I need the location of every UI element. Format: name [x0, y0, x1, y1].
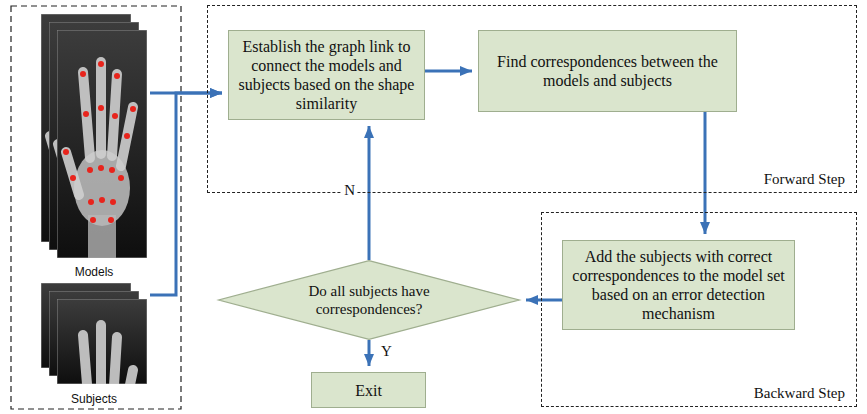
process-box: Exit	[311, 372, 426, 408]
diamond-shape	[218, 260, 520, 340]
image-caption: Models	[38, 265, 150, 280]
image-stack: Models	[38, 12, 150, 280]
box-text: Find correspondences between the models …	[487, 52, 728, 90]
diamond-outline	[219, 261, 520, 340]
region-title-group: Forward Step	[764, 170, 845, 188]
process-box: Find correspondences between the models …	[478, 30, 737, 112]
flow-arrow	[368, 126, 371, 260]
flow-arrow	[526, 299, 562, 302]
step-region: Forward Step Establish the graph link to …	[207, 5, 857, 193]
image-stack: Subjects	[38, 281, 150, 407]
edge-label: N	[342, 181, 357, 199]
decision-text: Do all subjects have correspondences?	[299, 282, 439, 318]
image-caption-group: Models	[38, 265, 150, 280]
flow-arrow	[368, 340, 371, 366]
flow-arrow	[150, 93, 222, 295]
process-box: Add the subjects with correct correspond…	[562, 240, 795, 330]
decision-diamond: Do all subjects have correspondences?	[218, 260, 520, 340]
process-box: Establish the graph link to connect the …	[228, 30, 425, 120]
box-text-group: Establish the graph link to connect the …	[237, 37, 416, 113]
diamond-text-group: Do all subjects have correspondences?	[299, 282, 439, 318]
box-text-group: Add the subjects with correct correspond…	[571, 247, 786, 323]
box-text: Add the subjects with correct correspond…	[571, 247, 786, 323]
box-text: Exit	[355, 381, 382, 400]
box-text: Establish the graph link to connect the …	[237, 37, 416, 113]
image-caption-group: Subjects	[38, 392, 150, 407]
flow-arrow	[425, 70, 472, 73]
box-text-group: Find correspondences between the models …	[487, 52, 728, 90]
region-title-group: Backward Step	[754, 384, 845, 402]
edge-label: Y	[379, 342, 394, 360]
step-region: Backward Step Add the subjects with corre…	[541, 212, 857, 407]
region-title: Forward Step	[764, 170, 845, 188]
region-title: Backward Step	[754, 384, 845, 402]
xray-stack	[41, 14, 147, 265]
image-caption: Subjects	[38, 392, 150, 407]
box-text-group: Exit	[355, 381, 382, 400]
flow-arrow	[704, 112, 707, 234]
